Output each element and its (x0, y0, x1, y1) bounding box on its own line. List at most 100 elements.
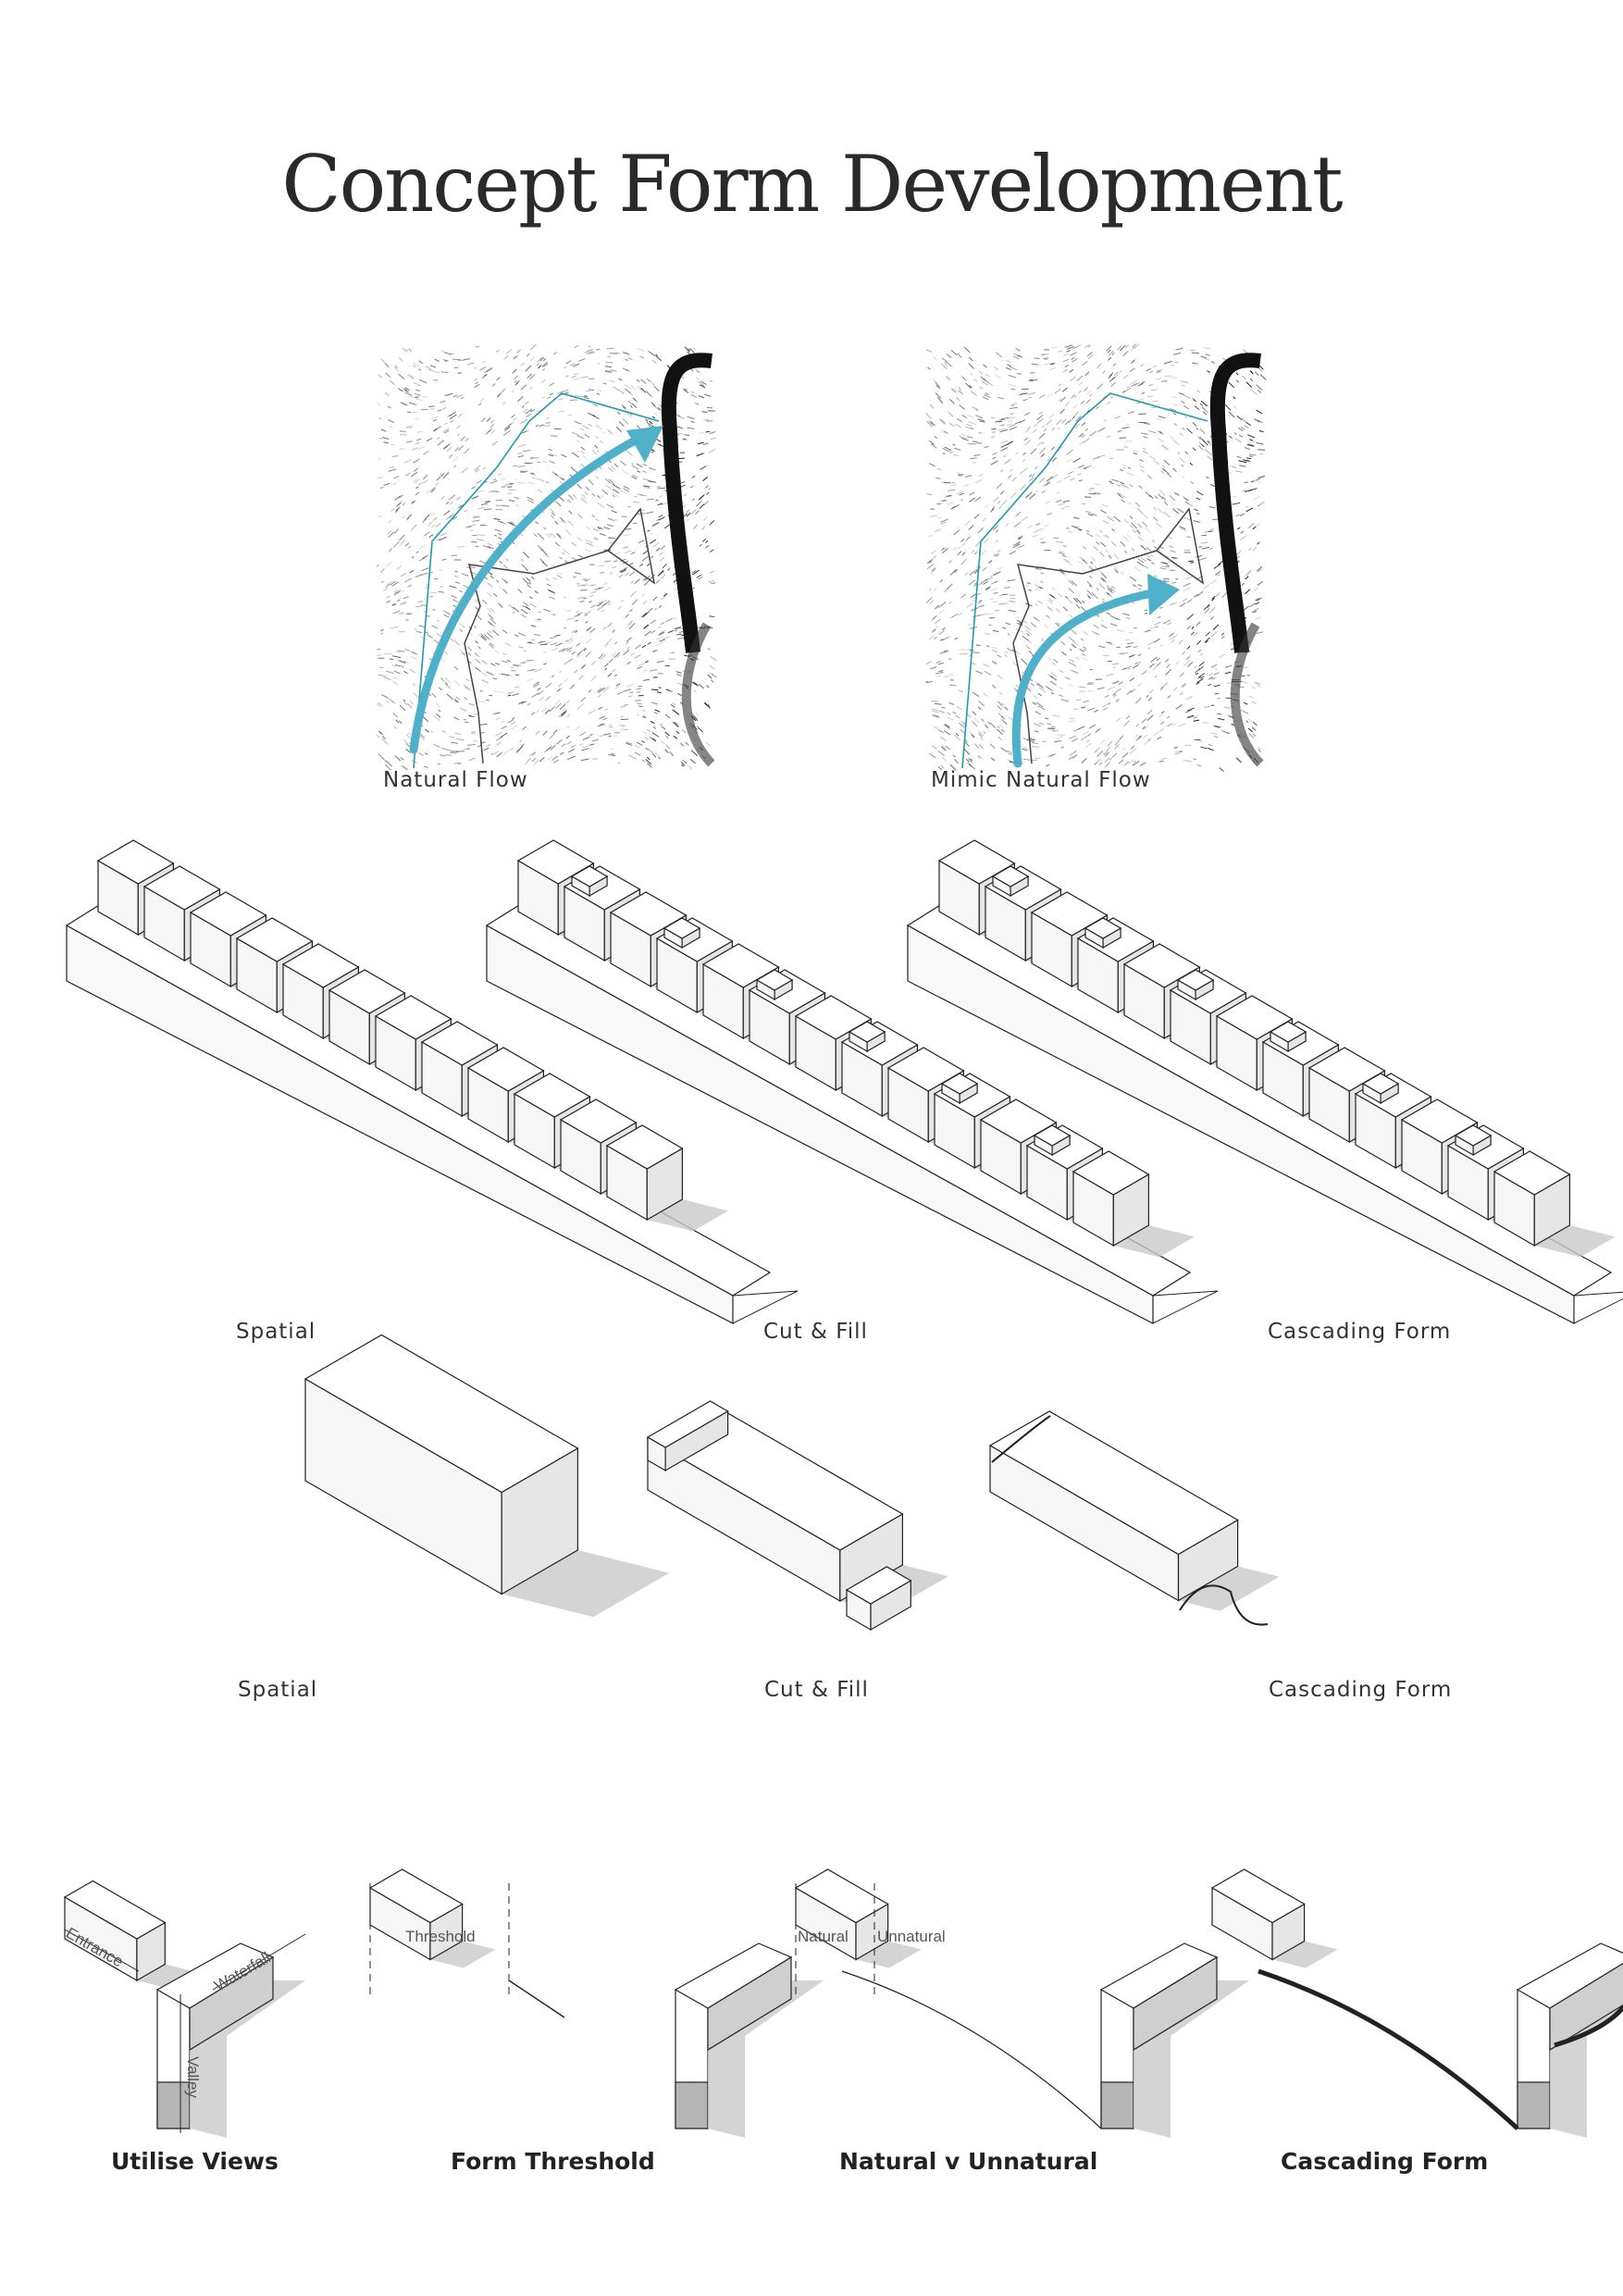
contour-mark (1179, 432, 1183, 437)
contour-mark (384, 763, 391, 771)
upper-block (1210, 1868, 1338, 1968)
contour-mark (1107, 702, 1111, 705)
contour-mark (1196, 554, 1203, 558)
contour-mark (499, 586, 504, 591)
contour-mark (484, 634, 490, 640)
contour-mark (1010, 413, 1014, 415)
contour-mark (571, 542, 576, 547)
contour-mark (1124, 664, 1133, 670)
contour-mark (661, 726, 666, 730)
contour-mark (961, 649, 971, 651)
contour-mark (379, 666, 384, 669)
contour-mark (1040, 580, 1044, 583)
contour-mark (588, 584, 593, 587)
contour-mark (1171, 639, 1175, 643)
contour-mark (558, 682, 563, 688)
contour-mark (1022, 466, 1028, 473)
contour-mark (620, 568, 626, 573)
contour-mark (652, 650, 658, 652)
contour-mark (594, 587, 601, 590)
contour-mark (1172, 723, 1176, 726)
contour-mark (1251, 607, 1259, 614)
contour-mark (964, 740, 970, 747)
cascade-curve (991, 1415, 1051, 1463)
contour-mark (602, 431, 606, 434)
contour-mark (1186, 614, 1194, 620)
contour-mark (536, 363, 540, 366)
contour-mark (944, 724, 950, 728)
cut-notch (1033, 1124, 1072, 1157)
contour-mark (982, 517, 987, 522)
contour-mark (969, 497, 976, 503)
contour-mark (440, 473, 445, 478)
contour-mark (1012, 355, 1020, 360)
contour-mark (990, 436, 996, 438)
contour-mark (1158, 416, 1166, 419)
contour-mark (1084, 465, 1092, 469)
contour-mark (990, 598, 994, 601)
contour-mark (496, 377, 501, 381)
contour-mark (1142, 564, 1149, 569)
contour-mark (638, 662, 646, 667)
contour-mark (1195, 672, 1199, 676)
contour-mark (452, 516, 458, 520)
contour-mark (415, 486, 419, 490)
contour-mark (444, 392, 453, 397)
contour-mark (603, 663, 609, 667)
contour-mark (1118, 759, 1124, 764)
contour-mark (636, 714, 640, 716)
contour-mark (1021, 515, 1028, 522)
contour-mark (544, 425, 551, 428)
contour-mark (1039, 447, 1046, 454)
contour-mark (660, 545, 666, 551)
contour-mark (612, 489, 620, 494)
contour-mark (1116, 484, 1121, 488)
contour-mark (1072, 597, 1079, 603)
contour-mark (649, 669, 658, 672)
contour-mark (525, 365, 532, 372)
contour-mark (567, 414, 573, 416)
contour-mark (425, 366, 432, 370)
contour-mark (658, 605, 663, 609)
contour-mark (1061, 571, 1066, 575)
contour-mark (662, 571, 664, 575)
top-face (794, 995, 873, 1040)
contour-mark (571, 651, 576, 655)
contour-mark (1009, 550, 1017, 555)
contour-mark (412, 447, 418, 451)
contour-mark (393, 676, 398, 679)
contour-mark (513, 606, 520, 613)
contour-mark (509, 747, 514, 751)
contour-mark (589, 743, 595, 746)
contour-mark (393, 590, 398, 593)
contour-mark (395, 719, 400, 724)
contour-mark (497, 520, 503, 524)
contour-mark (489, 642, 494, 647)
contour-mark (1243, 605, 1249, 611)
contour-mark (530, 625, 537, 627)
contour-mark (646, 378, 650, 382)
contour-mark (378, 730, 382, 735)
contour-mark (1036, 683, 1040, 687)
contour-mark (1101, 503, 1109, 508)
contour-mark (526, 413, 532, 418)
contour-mark (1114, 744, 1120, 750)
contour-mark (1059, 383, 1062, 387)
ground-line (1152, 1290, 1219, 1324)
contour-mark (1179, 527, 1187, 532)
contour-mark (1254, 587, 1259, 591)
contour-mark (1186, 707, 1196, 712)
contour-mark (464, 509, 468, 513)
contour-mark (1100, 618, 1105, 622)
contour-mark (1196, 763, 1202, 767)
contour-mark (602, 717, 608, 721)
contour-mark (578, 731, 587, 737)
contour-mark (1159, 644, 1163, 647)
contour-mark (514, 496, 519, 500)
contour-mark (1028, 477, 1035, 482)
contour-mark (687, 764, 693, 770)
contour-mark (590, 604, 597, 608)
contour-mark (455, 696, 461, 701)
contour-mark (456, 504, 464, 510)
contour-mark (530, 712, 536, 715)
